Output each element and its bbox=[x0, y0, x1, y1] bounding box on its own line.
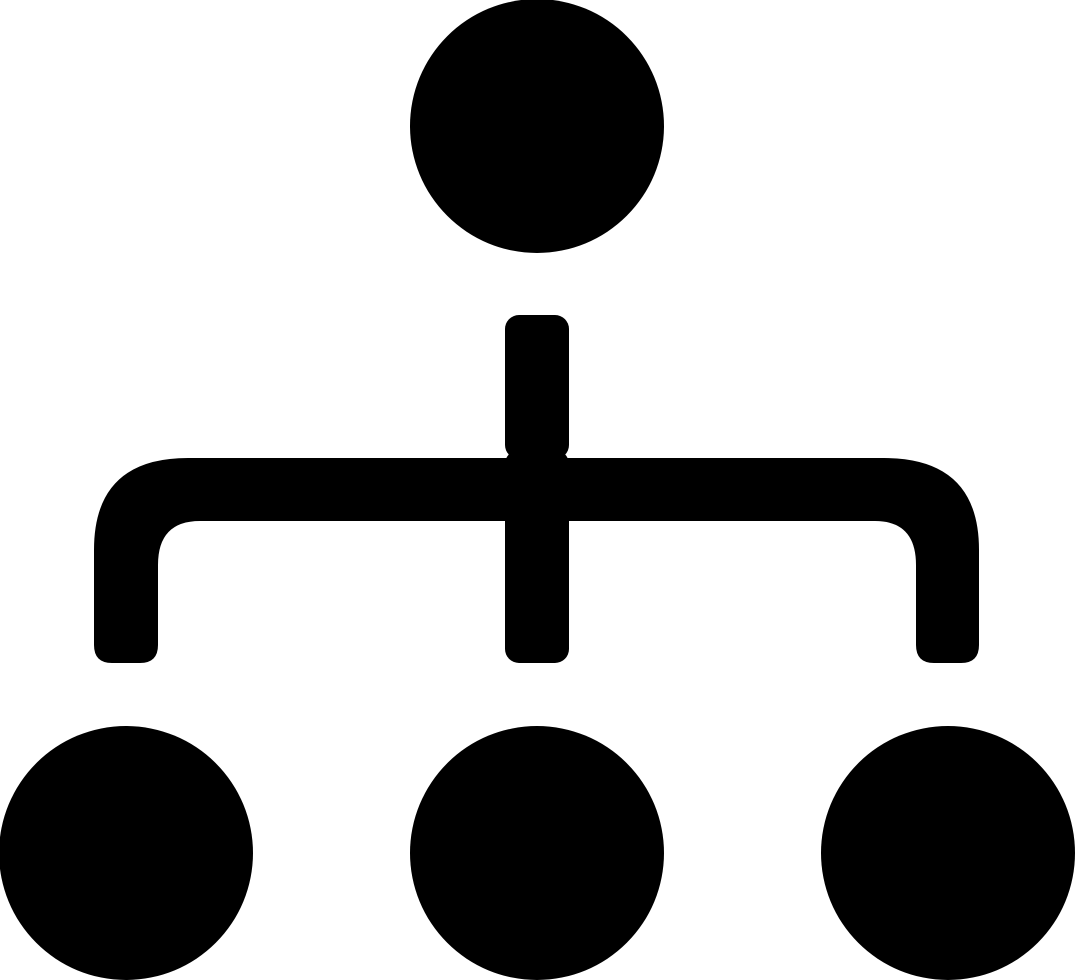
child-node-left bbox=[0, 726, 253, 980]
parent-node bbox=[410, 0, 664, 253]
parent-stem bbox=[505, 315, 569, 459]
center-drop bbox=[505, 450, 569, 663]
connector-bar bbox=[94, 458, 979, 663]
child-node-center bbox=[410, 726, 664, 980]
child-node-right bbox=[821, 726, 1075, 980]
